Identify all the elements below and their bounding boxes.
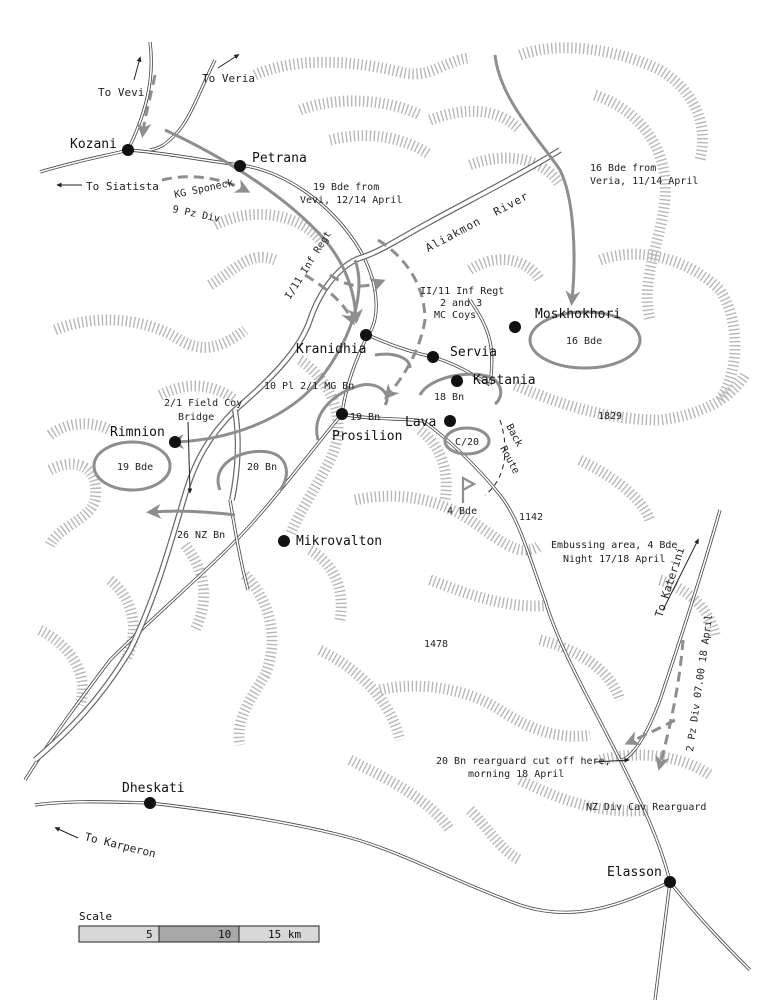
label-9-pz-div: 9 Pz Div: [171, 204, 220, 225]
label-lava: Lava: [405, 415, 436, 430]
label-pz2: 2 Pz Div 07.00 18 April: [685, 614, 715, 753]
direction-pointers: [54, 54, 699, 839]
label-nz-cav: NZ Div Cav Rearguard: [586, 802, 706, 813]
height-1829: 1829: [598, 411, 622, 422]
height-1478: 1478: [424, 639, 448, 650]
height-1142: 1142: [519, 512, 543, 523]
label-to-veria: To Veria: [202, 72, 255, 85]
label-inf-regt-2b: 2 and 3: [440, 298, 482, 309]
label-kg-sponeck: KG Sponeck: [173, 178, 234, 201]
pos-servia-bracket: [374, 352, 412, 369]
scale-tick-5: 5: [146, 928, 153, 941]
scale-tick-10: 10: [218, 928, 231, 941]
arrow-19-bde-from-vevi: [164, 128, 363, 324]
label-elasson: Elasson: [607, 865, 662, 880]
label-rearguard-b: morning 18 April: [468, 769, 564, 780]
label-river: River: [491, 189, 531, 218]
label-kozani: Kozani: [70, 137, 117, 152]
label-embuss-a: Embussing area, 4 Bde: [551, 540, 677, 551]
pos-16-bde: [528, 310, 642, 370]
label-to-karperon: To Karperon: [83, 830, 157, 860]
label-16-bde: 16 Bde: [566, 336, 602, 347]
label-kastania: Kastania: [473, 373, 536, 388]
label-field-coy-b: Bridge: [178, 412, 214, 423]
label-c20: C/20: [455, 437, 479, 448]
arrow-4-bde: [461, 476, 477, 503]
arrow-16-bde: [493, 54, 581, 306]
label-16-bde-from-a: 16 Bde from: [590, 163, 656, 174]
dot-kastania: [451, 375, 463, 387]
arrow-kg-sponeck: [161, 175, 251, 193]
town-labels: Kozani Petrana Moskhokhori Kranidhia Ser…: [70, 137, 662, 880]
label-19-bde-from-b: Vevi, 12/14 April: [300, 195, 402, 206]
label-26-nz-bn: 26 NZ Bn: [177, 530, 225, 541]
label-route: Route: [497, 444, 521, 476]
dot-petrana: [234, 160, 246, 172]
scale-seg-3: [238, 925, 320, 943]
arrow-vevi-down: [136, 74, 157, 138]
dot-lava: [444, 415, 456, 427]
label-servia: Servia: [450, 345, 497, 360]
pos-18-bn: [418, 372, 503, 406]
arrow-to-rimnion: [169, 259, 361, 450]
label-field-coy-a: 2/1 Field Coy: [164, 398, 242, 409]
dot-kranidhia: [360, 329, 372, 341]
label-dheskati: Dheskati: [122, 781, 185, 796]
hill-hachures: [37, 42, 750, 865]
pos-19-bde: [92, 440, 172, 492]
aliakmon-river: [33, 147, 562, 763]
arrow-pz2: [655, 639, 685, 771]
dot-servia: [427, 351, 439, 363]
label-inf-regt-2c: MC Coys: [434, 310, 476, 321]
unit-positions: [92, 310, 642, 496]
dot-elasson: [664, 876, 676, 888]
label-petrana: Petrana: [252, 151, 307, 166]
arrow-inf-regt-1: [304, 273, 355, 326]
scale-title: Scale: [79, 910, 112, 923]
label-inf-regt-2a: II/11 Inf Regt: [420, 286, 504, 297]
label-rimnion: Rimnion: [110, 425, 165, 440]
town-markers: [122, 144, 676, 888]
arrow-26-nz-bn: [146, 503, 236, 519]
back-route: [484, 419, 506, 496]
scale-bar: Scale 5 10 15 km: [78, 910, 320, 943]
label-4-bde: 4 Bde: [447, 506, 477, 517]
scale-tick-15: 15 km: [268, 928, 301, 941]
label-to-siatista: To Siatista: [86, 180, 159, 193]
label-16-bde-from-b: Veria, 11/14 April: [590, 176, 698, 187]
label-19-bde-from-a: 19 Bde from: [313, 182, 379, 193]
pos-19-bn: [315, 383, 389, 441]
label-kranidhia: Kranidhia: [296, 342, 366, 357]
unit-labels: KG Sponeck 9 Pz Div 19 Bde from Vevi, 12…: [117, 163, 715, 813]
dot-rimnion: [169, 436, 181, 448]
arrow-inf-regt-1b: [329, 273, 386, 293]
label-19-bde: 19 Bde: [117, 462, 153, 473]
dot-kozani: [122, 144, 134, 156]
label-mikrovalton: Mikrovalton: [296, 534, 382, 549]
label-moskhokhori: Moskhokhori: [535, 307, 621, 322]
arrow-inf-regt-2: [377, 238, 427, 400]
dot-prosilion: [336, 408, 348, 420]
label-20-bn: 20 Bn: [247, 462, 277, 473]
spot-heights: 1829 1142 1478: [424, 411, 622, 650]
label-rearguard-a: 20 Bn rearguard cut off here,: [436, 756, 611, 767]
movement-arrows: [136, 54, 685, 771]
label-prosilion: Prosilion: [332, 429, 402, 444]
pos-20-bn: [216, 449, 288, 491]
pos-c20: [443, 426, 491, 456]
dot-mikrovalton: [278, 535, 290, 547]
dot-moskhokhori: [509, 321, 521, 333]
label-18-bn: 18 Bn: [434, 392, 464, 403]
label-19-bn: 19 Bn: [350, 412, 380, 423]
label-10-pl: 10 Pl 2/1 MG Bn: [264, 381, 354, 392]
label-embuss-b: Night 17/18 April: [563, 554, 665, 565]
label-to-vevi: To Vevi: [98, 86, 144, 99]
arrow-pz2b: [624, 718, 676, 745]
dot-dheskati: [144, 797, 156, 809]
